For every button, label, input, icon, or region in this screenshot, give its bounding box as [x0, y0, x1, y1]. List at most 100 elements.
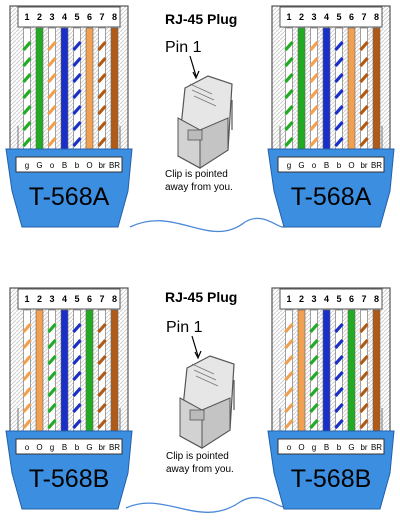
- top-left-pin-number-2: 2: [37, 12, 42, 22]
- top-right-pin-number-4: 4: [324, 12, 329, 22]
- top-right-wire-3-stripe: [309, 40, 319, 52]
- bottom-right-wire-7-stripe: [359, 338, 369, 350]
- top-right-wire-5-stripe: [334, 136, 344, 148]
- top-right-color-code-2: G: [298, 161, 304, 170]
- bottom-right-color-code-3: g: [312, 443, 316, 452]
- bottom-right-wire-7-stripe: [359, 386, 369, 398]
- top-right-pin-number-7: 7: [361, 12, 366, 22]
- bottom-right-pin-number-1: 1: [286, 294, 291, 304]
- top-right-color-code-6: O: [348, 161, 354, 170]
- top-right-wire-1-stripe: [284, 88, 294, 100]
- top-right-wire-1-stripe: [284, 72, 294, 84]
- bottom-pin1-arrow: [191, 335, 199, 357]
- top-right-wire-1-stripe: [284, 120, 294, 132]
- bottom-right-wire-1-stripe: [284, 338, 294, 350]
- top-right-wire-6: [347, 27, 356, 152]
- top-right-wire-3-stripe: [309, 136, 319, 148]
- top-left-wire-5-stripe: [72, 56, 82, 68]
- bottom-right-pin-number-2: 2: [299, 294, 304, 304]
- bottom-left-pin-number-6: 6: [87, 294, 92, 304]
- bottom-left-wire-4: [60, 309, 69, 434]
- top-plug-title: RJ-45 Plug: [165, 11, 237, 27]
- bottom-left-wire-3-stripe: [47, 418, 57, 430]
- top-left-pin-number-8: 8: [112, 12, 117, 22]
- bottom-left-color-code-5: b: [75, 443, 80, 452]
- top-right-wire-3-stripe: [309, 72, 319, 84]
- bottom-right-wire-5-stripe: [334, 354, 344, 366]
- top-left-wire-5-stripe: [72, 120, 82, 132]
- top-right-pin-number-2: 2: [299, 12, 304, 22]
- top-right-color-code-7: br: [360, 161, 367, 170]
- top-left-wire-5-stripe: [72, 136, 82, 148]
- top-left-wire-7-stripe: [97, 104, 107, 116]
- top-right-wire-4: [322, 27, 331, 152]
- bottom-right-wire-5-stripe: [334, 386, 344, 398]
- bottom-left-wire-5-stripe: [72, 386, 82, 398]
- bottom-right-wire-1-stripe: [284, 386, 294, 398]
- bottom-right-wire-3-stripe: [309, 418, 319, 430]
- bottom-left-wire-1-stripe: [22, 354, 32, 366]
- top-right-wire-5-stripe: [334, 40, 344, 52]
- bottom-left-wire-1-stripe: [22, 402, 32, 414]
- bottom-right-pin-number-7: 7: [361, 294, 366, 304]
- top-left-wire-3-stripe: [47, 72, 57, 84]
- bottom-left-wire-5-stripe: [72, 418, 82, 430]
- bottom-left-wire-7-stripe: [97, 322, 107, 334]
- top-pin1-label: Pin 1: [165, 39, 202, 56]
- bottom-left-wire-7-stripe: [97, 354, 107, 366]
- bottom-right-wire-1-stripe: [284, 354, 294, 366]
- top-right-wire-1-stripe: [284, 104, 294, 116]
- top-right-wire-5-stripe: [334, 104, 344, 116]
- top-left-wire-7-stripe: [97, 136, 107, 148]
- bottom-right-color-code-strip: [277, 438, 385, 455]
- top-left-wire-8: [110, 27, 119, 152]
- top-left-wire-3-stripe: [47, 120, 57, 132]
- bottom-right-color-code-8: BR: [371, 443, 382, 452]
- top-left-wire-3-stripe: [47, 56, 57, 68]
- top-left-pin-number-1: 1: [24, 12, 29, 22]
- top-right-wire-1-stripe: [284, 56, 294, 68]
- bottom-left-wire-1-stripe: [22, 418, 32, 430]
- bottom-left-wire-7-stripe: [97, 338, 107, 350]
- bottom-left-wire-5-stripe: [72, 402, 82, 414]
- bottom-right-wire-1-stripe: [284, 370, 294, 382]
- bottom-left-pin-number-8: 8: [112, 294, 117, 304]
- top-left-wire-1-stripe: [22, 40, 32, 52]
- top-right-wire-5-stripe: [334, 56, 344, 68]
- bottom-left-wire-5-stripe: [72, 338, 82, 350]
- bottom-left-wire-7-stripe: [97, 418, 107, 430]
- top-right-wire-3-stripe: [309, 56, 319, 68]
- bottom-right-wire-3-stripe: [309, 354, 319, 366]
- bottom-right-wire-3-stripe: [309, 402, 319, 414]
- bottom-left-color-code-6: G: [86, 443, 92, 452]
- bottom-right-wire-3-stripe: [309, 338, 319, 350]
- top-right-color-code-4: B: [324, 161, 329, 170]
- bottom-right-pin-number-6: 6: [349, 294, 354, 304]
- top-right-standard-label: T-568A: [291, 183, 372, 211]
- bottom-right-wire-4: [322, 309, 331, 434]
- bottom-right-wire-5-stripe: [334, 370, 344, 382]
- bottom-right-wire-3-stripe: [309, 386, 319, 398]
- bottom-left-pin-number-4: 4: [62, 294, 67, 304]
- bottom-left-wire-3-stripe: [47, 370, 57, 382]
- top-left-wire-5-stripe: [72, 72, 82, 84]
- bottom-left-wire-8: [110, 309, 119, 434]
- bottom-left-wire-1-stripe: [22, 322, 32, 334]
- bottom-right-wire-7-stripe: [359, 418, 369, 430]
- top-right-wire-7-stripe: [359, 72, 369, 84]
- top-left-wire-7-stripe: [97, 56, 107, 68]
- bottom-right-wire-7-stripe: [359, 402, 369, 414]
- top-left-wire-3-stripe: [47, 40, 57, 52]
- bottom-right-color-code-2: O: [298, 443, 304, 452]
- top-left-standard-label: T-568A: [29, 183, 110, 211]
- top-left-color-code-3: o: [50, 161, 55, 170]
- bottom-right-color-code-5: b: [337, 443, 342, 452]
- bottom-right-wire-5-stripe: [334, 418, 344, 430]
- top-left-pin-number-7: 7: [99, 12, 104, 22]
- top-right-pin-number-6: 6: [349, 12, 354, 22]
- bottom-panel: RJ-45 Plug Pin 1 Clip is pointed away fr…: [5, 287, 395, 513]
- top-left-wire-5-stripe: [72, 40, 82, 52]
